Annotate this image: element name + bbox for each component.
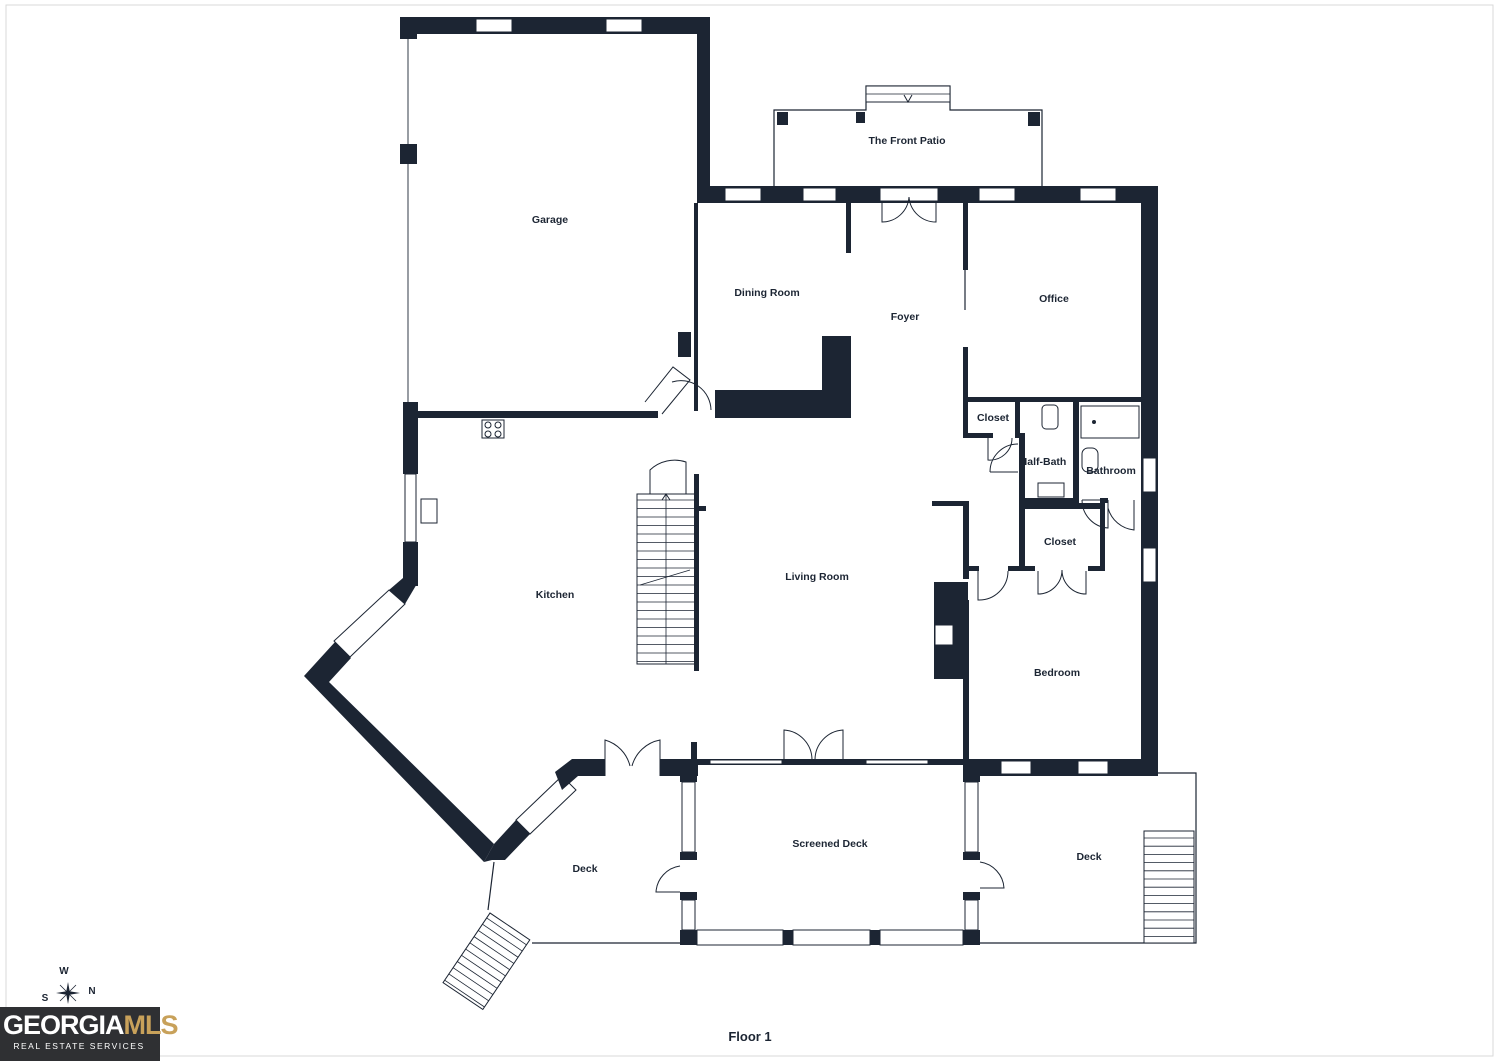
page-border [5, 4, 1494, 1057]
label-garage: Garage [532, 214, 568, 226]
label-deck-right: Deck [1076, 851, 1101, 863]
interior-stair [636, 459, 706, 671]
stair-tread [461, 954, 502, 983]
bath-block [963, 400, 1140, 595]
label-closet-upper: Closet [977, 412, 1010, 424]
label-foyer: Foyer [891, 311, 920, 323]
logo-wordmark: GEORGIAMLS [3, 1010, 179, 1040]
label-living-room: Living Room [785, 571, 849, 583]
stair-tread [482, 923, 523, 952]
floor-label: Floor 1 [728, 1029, 771, 1044]
stair-tread [469, 942, 510, 971]
room-labels: Garage The Front Patio Dining Room Foyer… [532, 135, 1136, 875]
stair-tread [444, 979, 485, 1008]
compass-north: N [88, 986, 95, 997]
label-deck-left: Deck [572, 863, 597, 875]
compass-icon: W S N [42, 966, 96, 1004]
screened-deck-walls [655, 776, 1005, 946]
interior-masonry [715, 336, 851, 418]
label-front-patio: The Front Patio [869, 135, 946, 147]
label-closet-lower: Closet [1044, 536, 1077, 548]
garage-walls [400, 17, 712, 420]
logo-tagline: REAL ESTATE SERVICES [13, 1041, 145, 1051]
label-dining-room: Dining Room [734, 287, 799, 299]
label-office: Office [1039, 293, 1069, 305]
bedroom-walls [932, 501, 1158, 776]
stair-tread [486, 917, 527, 946]
logo-brand-a: GEORGIA [3, 1010, 125, 1040]
stair-tread [452, 967, 494, 995]
stair-tread [457, 961, 498, 989]
decks [442, 772, 1197, 1011]
compass-south: S [42, 993, 49, 1004]
label-kitchen: Kitchen [536, 589, 575, 601]
stair-tread [473, 936, 515, 964]
label-screened-deck: Screened Deck [792, 838, 867, 850]
stair-tread [478, 930, 519, 958]
compass-west: W [59, 966, 69, 977]
stair-tread [448, 973, 489, 1002]
logo-brand-b: MLS [123, 1010, 179, 1040]
label-half-bath: Half-Bath [1020, 456, 1067, 468]
kitchen-walls [304, 418, 966, 862]
front-wall [694, 186, 1158, 776]
front-patio [773, 85, 1043, 187]
stair-tread [465, 948, 506, 977]
georgia-mls-logo: GEORGIAMLS REAL ESTATE SERVICES [0, 1007, 179, 1061]
label-bathroom: Bathroom [1086, 465, 1136, 477]
label-bedroom: Bedroom [1034, 667, 1080, 679]
